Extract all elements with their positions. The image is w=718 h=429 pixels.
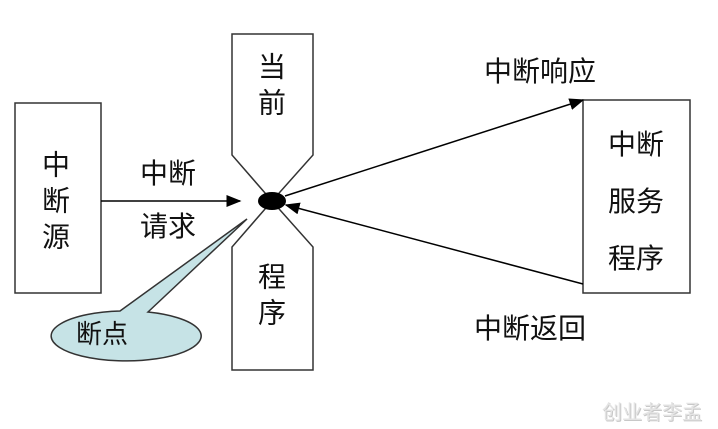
- service-label-line3: 程序: [608, 242, 665, 275]
- interrupt-source-box: [14, 102, 102, 294]
- interrupt-service-box: [582, 99, 691, 294]
- response-arrow: [284, 98, 585, 197]
- return-label: 中断返回: [474, 312, 587, 345]
- breakpoint-label: 断点: [76, 320, 129, 350]
- watermark: 创业者李孟: [602, 400, 702, 424]
- current-program-top-label: 当前: [254, 52, 287, 124]
- breakpoint-callout: [50, 218, 248, 362]
- request-label-line2: 请求: [140, 210, 197, 243]
- current-program-bottom-label: 程序: [254, 262, 287, 334]
- current-program-top-shape: [231, 33, 314, 203]
- service-label-line2: 服务: [608, 185, 665, 218]
- return-arrow: [284, 202, 584, 285]
- breakpoint-dot: [258, 192, 286, 210]
- current-program-bottom-shape: [231, 199, 314, 371]
- response-label: 中断响应: [484, 55, 597, 88]
- interrupt-source-label: 中断源: [38, 150, 71, 258]
- request-label-line1: 中断: [140, 157, 197, 190]
- service-label-line1: 中断: [608, 128, 665, 161]
